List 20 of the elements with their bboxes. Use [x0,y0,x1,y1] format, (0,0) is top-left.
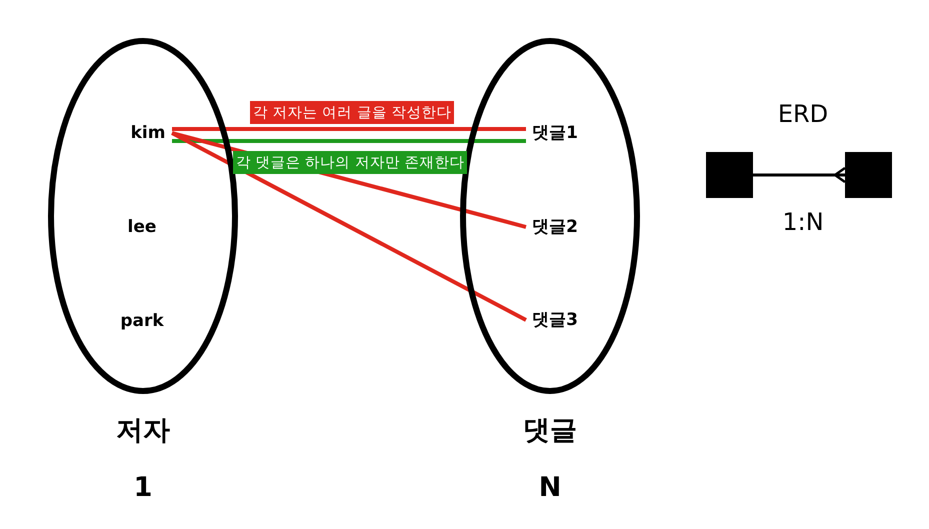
entity-item: kim [124,122,172,144]
diagram-label: 1:N [781,208,825,236]
edge-label: 각 댓글은 하나의 저자만 존재한다 [233,151,468,174]
edge-label: 각 저자는 여러 글을 작성한다 [250,101,454,124]
cardinality-label: 1 [132,472,154,503]
entity-item: lee [122,216,162,238]
entity-item: park [116,310,168,332]
connector-line [171,131,527,322]
connector-line [172,127,526,131]
connector-line [172,139,526,143]
entity-box [845,152,892,198]
cardinality-label: N [538,472,562,503]
relationship-line [753,166,846,184]
entity-item: 댓글2 [526,215,584,239]
entity-title: 저자 [115,414,171,448]
entity-item: 댓글3 [526,308,584,332]
diagram-label: ERD [776,100,830,128]
entity-item: 댓글1 [526,121,584,145]
entity-box [706,152,753,198]
entity-title: 댓글 [522,414,578,448]
